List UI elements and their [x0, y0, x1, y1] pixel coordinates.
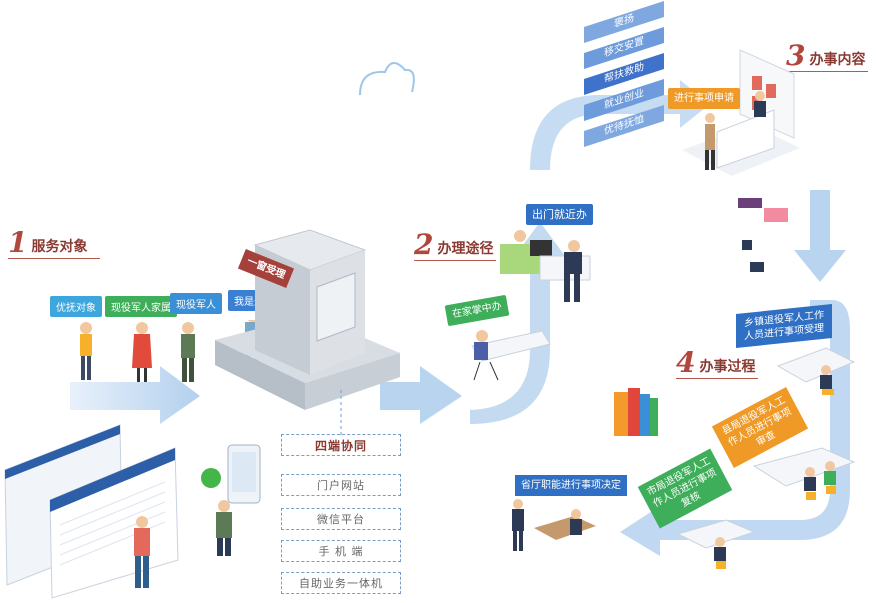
- service-window-kiosk: [215, 229, 400, 410]
- channel-item: 自助业务一体机: [281, 572, 401, 594]
- content-office-illustration: [682, 49, 800, 176]
- section-label: 办事过程: [699, 359, 756, 375]
- section-title-3: 3 办事内容: [786, 39, 866, 72]
- cloud-icon: [359, 62, 415, 96]
- province-office-illustration: [512, 499, 596, 551]
- city-desk-illustration: [676, 519, 756, 569]
- section-number: 4: [676, 346, 696, 379]
- person-viewing: [134, 516, 150, 588]
- town-desk-illustration: [776, 347, 856, 395]
- nearby-office-illustration: [500, 230, 591, 302]
- section-title-4: 4 办事过程: [676, 346, 756, 379]
- channel-list-title: 四端协同: [281, 434, 401, 456]
- channel-item: 手 机 端: [281, 540, 401, 562]
- mobile-app: [201, 444, 261, 556]
- books-icon: [614, 388, 658, 436]
- divider: [676, 378, 758, 379]
- wechat-icon: [201, 468, 221, 488]
- section-label: 办事内容: [809, 52, 866, 68]
- channel-list: 四端协同 门户网站 微信平台 手 机 端 自助业务一体机: [281, 434, 401, 594]
- person-2: [132, 322, 152, 382]
- home-desk-illustration: [471, 330, 551, 381]
- arrow-right-down: [794, 190, 846, 282]
- apply-label: 进行事项申请: [668, 88, 740, 109]
- person-1: [80, 322, 92, 380]
- divider: [8, 258, 100, 259]
- county-desk-illustration: [752, 447, 856, 500]
- arrow-middle: [380, 366, 462, 424]
- person-3: [181, 322, 195, 382]
- route-nearby: 出门就近办: [526, 204, 593, 225]
- bubble-object-3: 现役军人: [170, 293, 222, 314]
- document-stack-icon: [738, 198, 788, 272]
- section-label: 服务对象: [31, 239, 88, 255]
- section-label: 办理途径: [437, 241, 494, 257]
- divider: [760, 71, 868, 72]
- bubble-object-1: 优抚对象: [50, 296, 102, 317]
- section-title-2: 2 办理途径: [414, 228, 494, 261]
- section-title-1: 1 服务对象: [8, 226, 88, 259]
- web-portal-screens: [4, 424, 179, 599]
- channel-item: 微信平台: [281, 508, 401, 530]
- section-number: 2: [414, 228, 434, 261]
- section-number: 1: [8, 226, 28, 259]
- bubble-object-2: 现役军人家属: [105, 296, 177, 317]
- process-province: 省厅职能进行事项决定: [515, 475, 627, 496]
- arrow-right-loop: [620, 300, 850, 556]
- channel-item: 门户网站: [281, 474, 401, 496]
- arrow-top-arc: [530, 80, 710, 170]
- section-number: 3: [786, 39, 806, 72]
- divider: [414, 260, 496, 261]
- connector-line: [340, 390, 342, 436]
- arrow-bottom-left: [70, 366, 200, 424]
